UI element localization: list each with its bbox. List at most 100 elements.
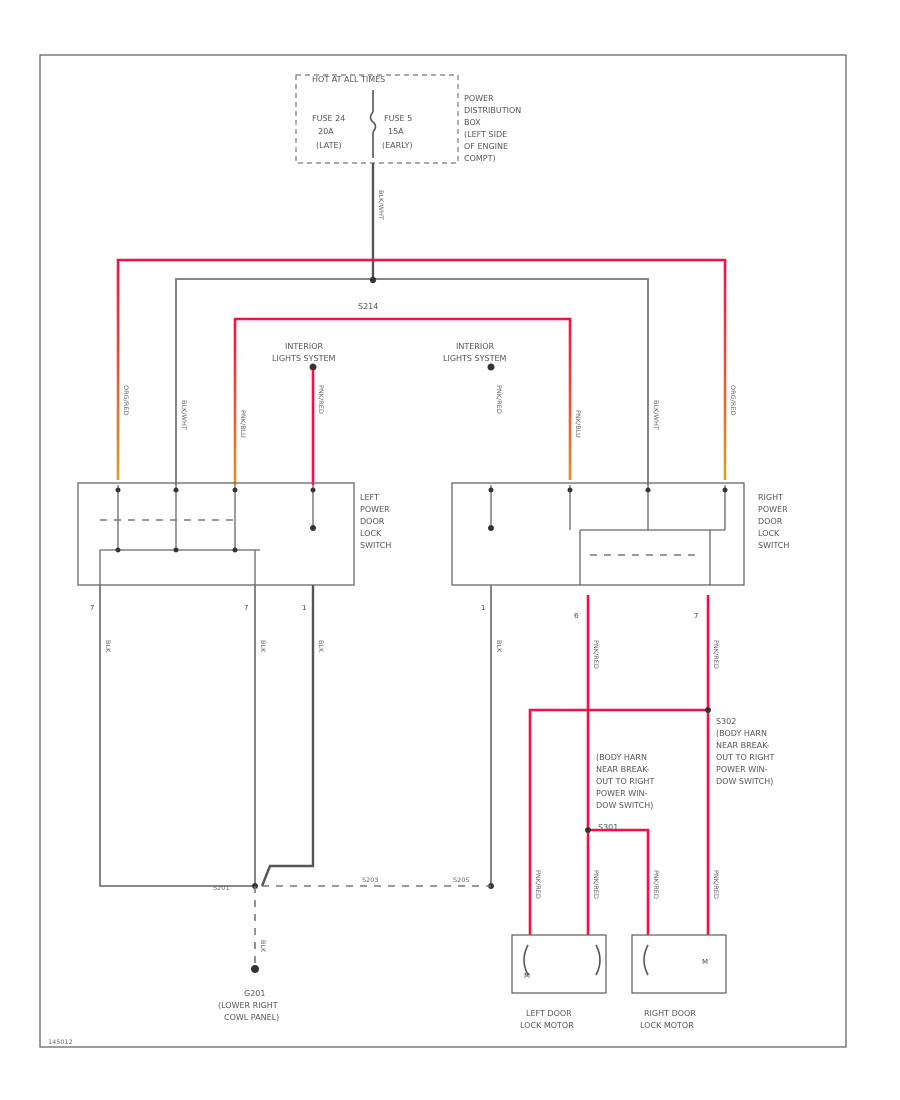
wire-label-blk-wht-1: BLK/WHT	[180, 400, 188, 430]
fuse-left-line3: (LATE)	[316, 141, 342, 150]
wire-label-s203: S203	[362, 876, 379, 884]
right-pin-label-c: 7	[694, 612, 698, 620]
fuse-right-line1: FUSE 5	[384, 114, 412, 123]
ground-g201-label: G201 (LOWER RIGHT COWL PANEL)	[218, 989, 279, 1022]
interior-left-line1: INTERIOR	[285, 342, 324, 351]
right-motor-label-1: RIGHT DOOR	[644, 1009, 696, 1018]
left-pin-label-a: 7	[90, 604, 94, 612]
left-motor-body	[511, 934, 607, 994]
right-power-door-lock-switch: RIGHT POWER DOOR LOCK SWITCH	[451, 482, 789, 586]
s302-line-3: NEAR BREAK-	[716, 741, 770, 750]
ground-line-1: G201	[244, 989, 265, 998]
left-switch-label-3: DOOR	[360, 517, 385, 526]
wire-label-pnk-red-3: PNK/RED	[592, 640, 600, 669]
fuse-box: HOT AT ALL TIMES FUSE 24 20A (LATE) FUSE…	[295, 74, 521, 164]
left-switch-body	[77, 482, 355, 586]
left-pin-label-c: 1	[302, 604, 306, 612]
left-switch-label-2: POWER	[360, 505, 390, 514]
left-switch-pin-6	[173, 547, 179, 553]
right-switch-label-2: POWER	[758, 505, 788, 514]
right-motor-m: M	[702, 958, 708, 966]
wire-label-pnk-red-1: PNK/RED	[317, 385, 325, 414]
diagram-border	[39, 54, 847, 1048]
pink-bus-wire	[233, 317, 572, 485]
ground-line-3: COWL PANEL)	[224, 1013, 279, 1022]
splice-s301	[585, 827, 591, 833]
wire-label-s205: S205	[453, 876, 470, 884]
fuse-location-5: OF ENGINE	[464, 142, 508, 151]
left-switch-label-4: LOCK	[360, 529, 382, 538]
left-motor-symbol	[523, 944, 601, 976]
right-switch-pin-2	[567, 487, 573, 493]
right-motor-label-2: LOCK MOTOR	[640, 1021, 694, 1030]
left-pin-label-b: 7	[244, 604, 248, 612]
left-switch-internal	[117, 485, 314, 550]
fuse-location-6: COMPT)	[464, 154, 496, 163]
motor-crossover-wire-2	[588, 828, 650, 935]
s302-line-5: POWER WIN-	[716, 765, 767, 774]
fuse-box-outline	[295, 74, 459, 164]
wire-label-pnk-blu-2: PNK/BLU	[574, 410, 582, 438]
left-switch-pin-5	[115, 547, 121, 553]
wire-label-pnk-red-6: PNK/RED	[592, 870, 600, 899]
wire-label-pnk-red-8: PNK/RED	[712, 870, 720, 899]
left-motor-label-2: LOCK MOTOR	[520, 1021, 574, 1030]
left-switch-contacts	[99, 549, 260, 585]
fuse-location-1: POWER	[464, 94, 494, 103]
right-switch-label-3: DOOR	[758, 517, 783, 526]
s301-line-4: POWER WIN-	[596, 789, 647, 798]
interior-lights-right: INTERIOR LIGHTS SYSTEM	[443, 342, 507, 485]
right-switch-pin-3	[645, 487, 651, 493]
left-switch-pin-1	[115, 487, 121, 493]
wire-label-org-red-1: ORG/RED	[122, 385, 130, 416]
page-code: 145012	[48, 1038, 73, 1046]
left-switch-lamp	[310, 525, 316, 531]
wire-label-blk-3: BLK	[317, 640, 325, 653]
right-switch-internal	[490, 485, 726, 530]
right-switch-body	[451, 482, 745, 586]
right-pin-label-a: 1	[481, 604, 485, 612]
wire-label-blk-4: BLK	[495, 640, 503, 653]
left-switch-pin-3	[232, 487, 238, 493]
splice-s302	[705, 707, 711, 713]
wire-label-blk-5: BLK	[259, 940, 267, 953]
fuse-location-4: (LEFT SIDE	[464, 130, 507, 139]
fuse-box-header: HOT AT ALL TIMES	[312, 75, 385, 84]
interior-left-line2: LIGHTS SYSTEM	[272, 354, 336, 363]
s302-line-4: OUT TO RIGHT	[716, 753, 774, 762]
right-switch-label-1: RIGHT	[758, 493, 783, 502]
left-switch-pin-2	[173, 487, 179, 493]
right-switch-pin-1	[488, 487, 494, 493]
fuse-location-2: DISTRIBUTION	[464, 106, 521, 115]
feed-wire-label: BLK/WHT	[377, 190, 385, 220]
wire-label-pnk-blu-1: PNK/BLU	[239, 410, 247, 438]
s302-line-1: S302	[716, 717, 736, 726]
left-power-door-lock-switch: LEFT POWER DOOR LOCK SWITCH	[77, 482, 391, 586]
fuse-right-line3: (EARLY)	[382, 141, 413, 150]
s301-line-6: S301	[598, 823, 618, 832]
wire-label-blk-wht-2: BLK/WHT	[652, 400, 660, 430]
left-door-lock-motor: M LEFT DOOR LOCK MOTOR	[511, 934, 607, 1030]
left-switch-label-1: LEFT	[360, 493, 379, 502]
wire-label-blk-1: BLK	[104, 640, 112, 653]
wire-label-pnk-red-2: PNK/RED	[495, 385, 503, 414]
splice-s301-label: (BODY HARN NEAR BREAK- OUT TO RIGHT POWE…	[596, 753, 654, 832]
right-motor-body	[631, 934, 727, 994]
right-switch-label-4: LOCK	[758, 529, 780, 538]
wire-label-org-red-2: ORG/RED	[729, 385, 737, 416]
fuse-left-line2: 20A	[318, 127, 334, 136]
left-switch-label-5: SWITCH	[360, 541, 391, 550]
left-motor-label-1: LEFT DOOR	[526, 1009, 572, 1018]
splice-top-label: S214	[358, 302, 378, 311]
left-motor-m: M	[524, 972, 530, 980]
s301-line-5: DOW SWITCH)	[596, 801, 653, 810]
interior-right-connector	[487, 363, 495, 371]
s301-line-1: (BODY HARN	[596, 753, 647, 762]
ground-point-g201	[251, 965, 259, 973]
s302-line-6: DOW SWITCH)	[716, 777, 773, 786]
right-switch-pin-4	[722, 487, 728, 493]
fuse-left-line1: FUSE 24	[312, 114, 345, 123]
ground-line-2: (LOWER RIGHT	[218, 1001, 278, 1010]
fuse-symbol	[369, 90, 377, 158]
